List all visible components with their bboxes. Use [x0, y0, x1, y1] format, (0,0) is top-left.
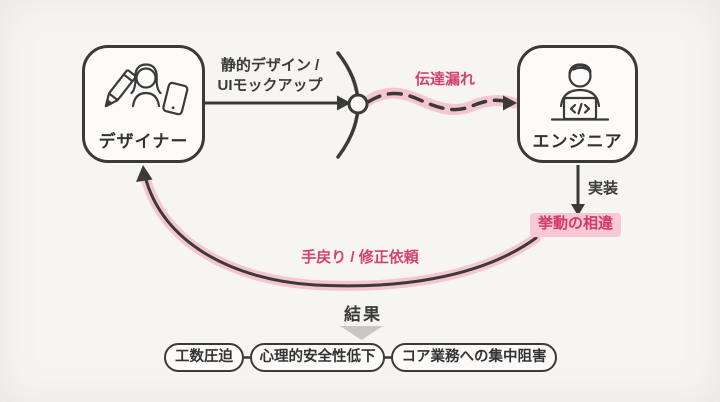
- designer-box: デザイナー: [82, 45, 205, 163]
- engineer-box: エンジニア: [517, 45, 638, 163]
- result-pill-core-work: コア業務への集中阻害: [391, 343, 557, 372]
- rework-curve: [143, 174, 538, 288]
- handoff-label: 静的デザイン / UIモックアップ: [203, 56, 337, 97]
- engineer-person-icon: [537, 60, 623, 135]
- designer-label: デザイナー: [98, 132, 189, 151]
- leak-arrowhead: [503, 95, 517, 111]
- designer-person-icon: [99, 58, 194, 137]
- leak-dashed-line: [366, 91, 510, 112]
- implement-arrowhead: [571, 204, 585, 216]
- implement-label: 実装: [588, 180, 619, 197]
- rework-arrowhead: [136, 165, 153, 182]
- rework-label: 手戻り / 修正依頼: [301, 249, 419, 266]
- result-title: 結果: [344, 305, 382, 324]
- leak-label: 伝達漏れ: [414, 71, 475, 88]
- discrepancy-badge: 挙動の相違: [530, 213, 622, 237]
- gate-node-circle: [347, 93, 369, 115]
- handoff-arrowhead: [337, 95, 351, 111]
- handoff-label-line2: UIモックアップ: [217, 77, 323, 95]
- rework-pink-band: [140, 171, 541, 291]
- result-pill-workload: 工数圧迫: [164, 343, 244, 372]
- engineer-label: エンジニア: [532, 132, 623, 151]
- result-chevron-icon: [340, 326, 383, 340]
- result-pill-psych-safety: 心理的安全性低下: [250, 343, 385, 372]
- handoff-label-line1: 静的デザイン /: [220, 57, 320, 74]
